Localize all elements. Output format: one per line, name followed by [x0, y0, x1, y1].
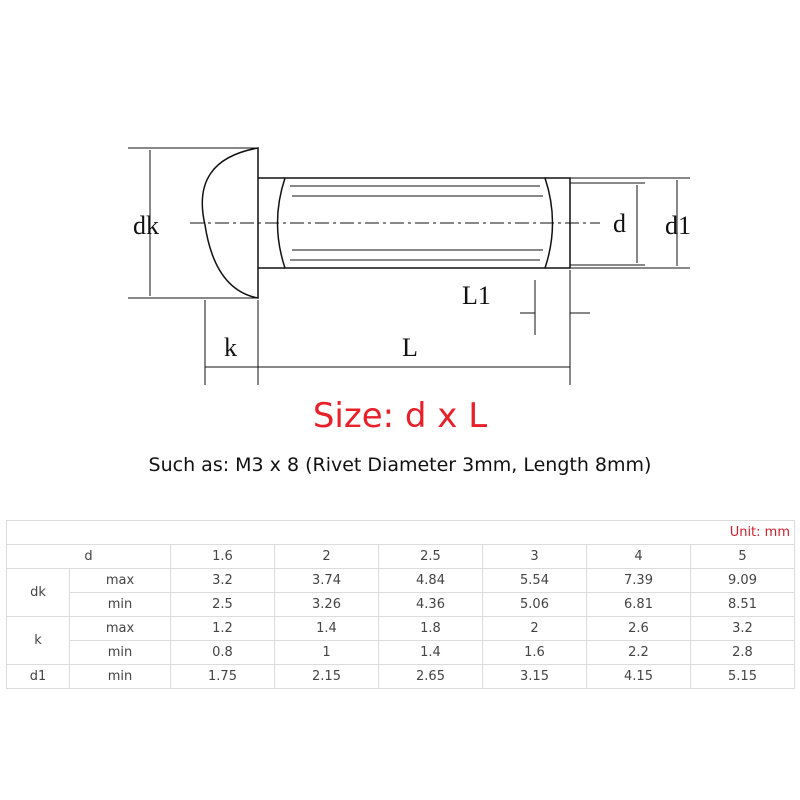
- value-cell: 2: [482, 616, 587, 641]
- label-dk: dk: [133, 211, 159, 240]
- rivet-neck: [258, 177, 285, 269]
- size-cell: 2: [274, 544, 379, 569]
- label-d1: d1: [665, 211, 691, 240]
- value-cell: 1.4: [378, 640, 483, 665]
- value-cell: 3.26: [274, 592, 379, 617]
- size-cell: 3: [482, 544, 587, 569]
- table-row: d 1.6 2 2.5 3 4 5: [6, 544, 795, 569]
- sub-cell: min: [69, 592, 171, 617]
- value-cell: 9.09: [690, 568, 795, 593]
- label-L1: L1: [462, 281, 491, 310]
- size-title: Size: d x L: [312, 396, 488, 436]
- label-k: k: [224, 333, 237, 362]
- size-cell: 1.6: [170, 544, 275, 569]
- value-cell: 0.8: [170, 640, 275, 665]
- value-cell: 4.36: [378, 592, 483, 617]
- value-cell: 1.2: [170, 616, 275, 641]
- sub-cell: max: [69, 616, 171, 641]
- size-cell: 2.5: [378, 544, 483, 569]
- group-cell: k: [6, 616, 70, 665]
- value-cell: 1.75: [170, 664, 275, 689]
- value-cell: 7.39: [586, 568, 691, 593]
- unit-label: Unit: mm: [6, 520, 795, 545]
- value-cell: 3.2: [690, 616, 795, 641]
- group-cell: d1: [6, 664, 70, 689]
- dimension-lines: [128, 147, 690, 385]
- value-cell: 2.15: [274, 664, 379, 689]
- value-cell: 2.6: [586, 616, 691, 641]
- size-example: Such as: M3 x 8 (Rivet Diameter 3mm, Len…: [148, 454, 652, 476]
- value-cell: 1: [274, 640, 379, 665]
- label-L: L: [402, 333, 418, 362]
- value-cell: 1.8: [378, 616, 483, 641]
- rivet-head: [201, 147, 259, 299]
- sub-cell: min: [69, 664, 171, 689]
- value-cell: 4.15: [586, 664, 691, 689]
- value-cell: 1.4: [274, 616, 379, 641]
- label-d: d: [613, 209, 626, 238]
- value-cell: 6.81: [586, 592, 691, 617]
- size-cell: 5: [690, 544, 795, 569]
- rivet-drawing: dk d d1 L1 k L: [128, 147, 691, 385]
- value-cell: 1.6: [482, 640, 587, 665]
- value-cell: 3.74: [274, 568, 379, 593]
- value-cell: 5.54: [482, 568, 587, 593]
- value-cell: 8.51: [690, 592, 795, 617]
- header-d: d: [6, 544, 171, 569]
- sub-cell: min: [69, 640, 171, 665]
- group-cell: dk: [6, 568, 70, 617]
- value-cell: 2.8: [690, 640, 795, 665]
- value-cell: 3.15: [482, 664, 587, 689]
- value-cell: 3.2: [170, 568, 275, 593]
- value-cell: 4.84: [378, 568, 483, 593]
- value-cell: 5.06: [482, 592, 587, 617]
- size-cell: 4: [586, 544, 691, 569]
- value-cell: 2.65: [378, 664, 483, 689]
- knurl-lines: [290, 185, 543, 261]
- value-cell: 2.5: [170, 592, 275, 617]
- value-cell: 2.2: [586, 640, 691, 665]
- sub-cell: max: [69, 568, 171, 593]
- value-cell: 5.15: [690, 664, 795, 689]
